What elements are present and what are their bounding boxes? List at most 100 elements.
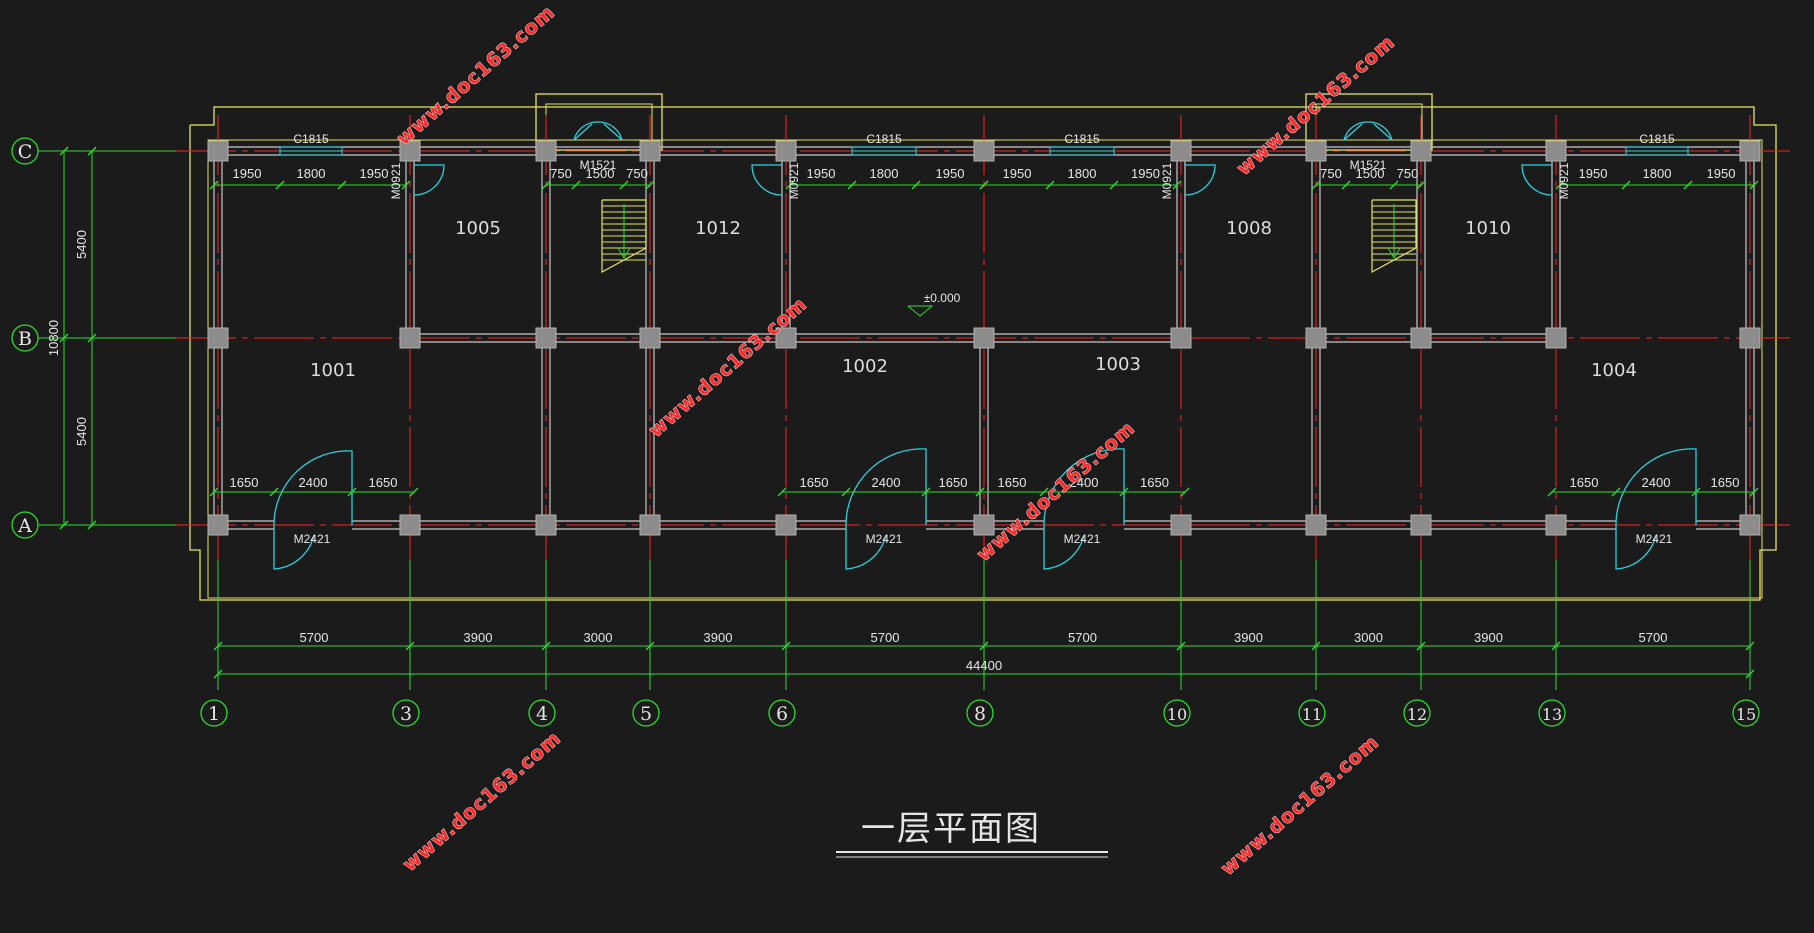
col-bubble-label: 5 [640,703,652,725]
stair-seg-l-label: 750 [550,166,572,181]
bseg-1-label: 1650 [230,475,259,490]
canopy-left-inner [545,103,653,151]
column-5-A [639,514,661,536]
column-1-C [207,140,229,162]
col-bubble-label: 13 [1542,705,1562,724]
bseg-6-tick [777,487,787,497]
row-tick [87,520,97,530]
watermark-4: www.doc163.com [399,727,566,876]
room-1008: 1008 [1226,218,1272,239]
row-bubble-C [11,137,39,165]
entrance-leaf-r-0 [603,123,623,141]
col-bubble-label: 3 [400,703,412,725]
bay-dim-label: 3900 [1474,630,1503,645]
hall-door-out-0 [273,525,315,570]
seg-8-label: 1950 [1003,166,1032,181]
seg-1-tick [209,180,219,190]
building-outline [189,93,1777,601]
dimension-lines [38,146,1759,690]
door-1005 [413,164,445,196]
seg-13-tick [1683,180,1693,190]
bseg-1-tick [209,487,219,497]
hall-door-in-0 [273,450,353,526]
seg-13-tick [1621,180,1631,190]
row-bubble-label: B [18,328,32,350]
window-label: C1815 [293,132,329,146]
column-3-B [399,327,421,349]
column-15-B [1739,327,1761,349]
seg-13-tick [1555,180,1565,190]
column-4-B [535,327,557,349]
door-1010 [1521,164,1553,196]
bseg-13-tick [1691,487,1701,497]
seg-6-tick [911,180,921,190]
seg-8-tick [979,180,989,190]
stair-seg-l-label: 750 [626,166,648,181]
seg-8-tick [1109,180,1119,190]
row-bubble-A [11,511,39,539]
door-1012 [751,164,783,196]
structural-columns [207,140,1761,536]
window-label: C1815 [1639,132,1675,146]
seg-1-tick [401,180,411,190]
entrance-leaf-l-1 [1343,123,1363,141]
stair-seg-r-label: 750 [1397,166,1419,181]
seg-6-label: 1950 [807,166,836,181]
room-1005: 1005 [455,218,501,239]
doors [273,121,1697,570]
col-bubble-label: 15 [1736,705,1756,724]
outer-outline [189,106,1777,601]
stair-seg-l-tick [619,180,629,190]
seg-6-label: 1800 [870,166,899,181]
hall-door-out-3 [1615,525,1657,570]
row-tick [59,146,69,156]
col-bubble-5 [632,699,660,727]
col-bubble-10 [1163,699,1191,727]
bseg-8-label: 1650 [998,475,1027,490]
windows [279,146,1689,156]
door-label-M0921: M0921 [389,162,403,199]
overall-dim-label: 44400 [966,658,1002,673]
col-bubble-13 [1538,699,1566,727]
bseg-1-label: 1650 [369,475,398,490]
seg-8-label: 1950 [1131,166,1160,181]
door-label-M2421: M2421 [1064,532,1101,546]
room-1012: 1012 [695,218,741,239]
stairs [601,199,1417,274]
level-symbol [907,305,934,317]
window-label: C1815 [1064,132,1100,146]
column-15-C [1739,140,1761,162]
bseg-6-label: 2400 [872,475,901,490]
col-bubble-12 [1403,699,1431,727]
bseg-1-tick [347,487,357,497]
stair-seg-r-tick [1389,180,1399,190]
col-bubble-label: 12 [1407,705,1427,724]
bseg-13-tick [1749,487,1759,497]
bay-dim-label: 5700 [871,630,900,645]
column-12-A [1410,514,1432,536]
canopy-right-inner [1315,103,1423,151]
column-10-B [1170,327,1192,349]
window-label: C1815 [866,132,902,146]
bseg-6-tick [921,487,931,497]
column-4-C [535,140,557,162]
seg-8-label: 1800 [1068,166,1097,181]
stair-seg-r-tick [1341,180,1351,190]
column-5-C [639,140,661,162]
seg-1-label: 1800 [297,166,326,181]
watermark-3: www.doc163.com [973,417,1140,566]
column-12-C [1410,140,1432,162]
bseg-8-tick [1119,487,1129,497]
door-label-M0921: M0921 [787,162,801,199]
bseg-1-label: 2400 [299,475,328,490]
row-spacing-label: 5400 [74,417,89,446]
column-5-B [639,327,661,349]
stair-seg-l-tick [571,180,581,190]
bay-dim-label: 5700 [1068,630,1097,645]
row-bubble-label: A [17,515,32,537]
stair-arrowhead-1 [1387,247,1401,259]
seg-8-tick [1045,180,1055,190]
room-1001: 1001 [310,360,356,381]
